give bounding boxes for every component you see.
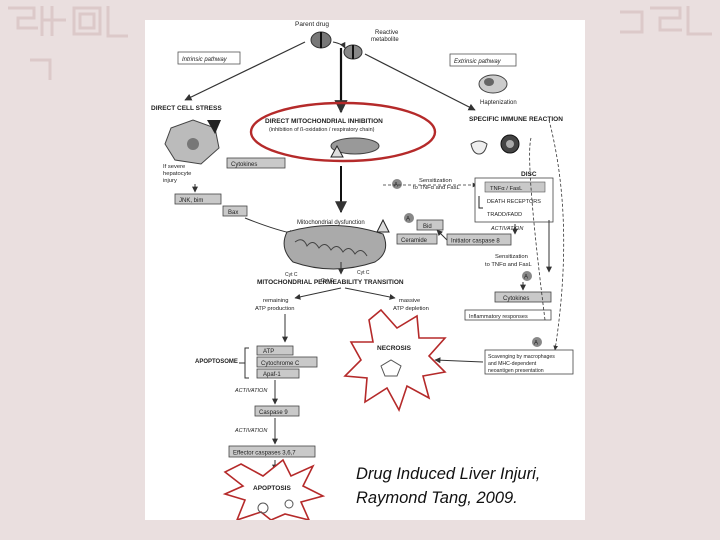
mito-inhibition-detail: (inhibition of ß-oxidation / respiratory… (269, 127, 375, 133)
cyt-c-label-3: Cyt C (357, 270, 370, 276)
severe-injury-label-3: injury (163, 178, 177, 184)
liver-injury-pathway-diagram: Parent drug Reactive metabolite Intrinsi… (145, 20, 585, 520)
direct-mito-inhibition-label: DIRECT MITOCHONDRIAL INHIBITION (265, 118, 383, 125)
svg-text:A: A (406, 217, 410, 223)
tnf-fasl-label: TNFα / FasL (490, 186, 523, 192)
apoptosome-label: APOPTOSOME (195, 359, 238, 365)
mitochondrion-icon (330, 137, 380, 155)
jnk-bim-label: JNK, bim (179, 198, 203, 204)
intrinsic-pathway-box (177, 51, 241, 65)
sensitization2-label-2: to TNFα and FasL (485, 262, 533, 268)
cytochrome-c-label: Cytochrome C (261, 361, 300, 367)
cytochrome-c-box (256, 356, 318, 368)
bid-label: Bid (423, 224, 432, 230)
mpt-label: MITOCHONDRIAL PERMEABILITY TRANSITION (257, 279, 404, 286)
caspase9-box (254, 405, 300, 417)
caspase9-label: Caspase 9 (259, 410, 288, 416)
necrosis-burst (343, 308, 447, 412)
apoptosis-label: APOPTOSIS (253, 485, 291, 492)
cytokines2-label: Cytokines (503, 296, 529, 302)
cytokines-label: Cytokines (231, 162, 257, 168)
inflammatory-box (464, 309, 552, 321)
scavenging-label-1: Scavenging by macrophages (488, 354, 555, 360)
svg-text:A: A (394, 183, 398, 189)
parent-drug-label: Parent drug (295, 21, 329, 28)
cytokines-box (226, 157, 286, 169)
necrosis-label: NECROSIS (377, 345, 412, 352)
activation-label-1: ACTIVATION (490, 226, 523, 232)
sensitization-label-1: Sensitization (419, 178, 452, 184)
scavenging-label-3: neoantigen presentation (488, 368, 544, 374)
disc-label: DISC (521, 171, 537, 178)
svg-text:A: A (524, 275, 528, 281)
effector-caspases-box (228, 445, 316, 458)
caption-line-1: Drug Induced Liver Injuri, (356, 465, 541, 483)
intrinsic-pathway-label: Intrinsic pathway (182, 57, 228, 63)
extrinsic-pathway-label: Extrinsic pathway (454, 59, 502, 65)
sensitization-label-2: to TNFα and FasL (413, 185, 461, 191)
severe-injury-label-2: hepatocyte (163, 171, 191, 177)
apaf1-label: Apaf-1 (263, 372, 281, 378)
extrinsic-pathway-box (449, 53, 517, 67)
atp-box (256, 345, 294, 356)
massive-atp-label-1: massive (399, 298, 420, 304)
citation-caption: Drug Induced Liver Injuri, Raymond Tang,… (356, 462, 596, 510)
sensitization2-label-1: Sensitization (495, 254, 528, 260)
svg-text:A: A (534, 341, 538, 347)
specific-immune-reaction-label: SPECIFIC IMMUNE REACTION (469, 116, 563, 123)
haptenization-label: Haptenization (480, 100, 517, 106)
mito-dysfunction-label: Mitochondrial dysfunction (297, 220, 365, 226)
remaining-atp-label-1: remaining (263, 298, 288, 304)
initiator-caspase-label: Initiator caspase 8 (451, 239, 500, 245)
badge-a-3 (522, 271, 532, 281)
effector-caspases-label: Effector caspases 3,6,7 (233, 451, 296, 457)
ceramide-label: Ceramide (401, 238, 428, 244)
death-receptors-label: DEATH RECEPTORS (487, 199, 541, 205)
drug-to-metabolite-arrow (332, 41, 346, 49)
reactive-metabolite-label-1: Reactive (375, 30, 399, 36)
badge-a-2 (404, 213, 414, 223)
badge-a-4 (532, 337, 542, 347)
cyt-c-label-2: Cyt C (321, 278, 334, 284)
bax-label: Bax (228, 210, 238, 216)
tradd-fadd-label: TRADD/FADD (487, 212, 522, 218)
ceramide-box (396, 233, 438, 245)
badge-a-1 (392, 179, 402, 189)
massive-atp-label-2: ATP depletion (393, 306, 429, 312)
bid-box (416, 219, 444, 231)
scavenging-label-2: and MHC-dependent (488, 361, 537, 367)
activation-label-3: ACTIVATION (234, 428, 267, 434)
atp-label: ATP (263, 349, 274, 355)
apoptosis-burst (222, 458, 326, 520)
activation-label-2: ACTIVATION (234, 388, 267, 394)
remaining-atp-label-2: ATP production (255, 306, 294, 312)
direct-cell-stress-label: DIRECT CELL STRESS (151, 105, 222, 112)
cyt-c-label-1: Cyt C (285, 272, 298, 278)
warning-icon (330, 144, 344, 158)
jnk-bim-box (174, 193, 222, 205)
cytokines2-box (494, 291, 552, 303)
severe-injury-label-1: If severe (163, 164, 185, 170)
mito-inhibition-highlight (249, 101, 437, 163)
bax-box (222, 205, 248, 217)
inflammatory-label: Inflammatory responses (469, 314, 528, 320)
immune-cell-icon (470, 140, 488, 155)
apaf1-box (256, 368, 300, 379)
scavenging-box (484, 349, 574, 375)
reactive-metabolite-label-2: metabolite (371, 37, 399, 43)
caption-line-2: Raymond Tang, 2009. (356, 489, 518, 507)
